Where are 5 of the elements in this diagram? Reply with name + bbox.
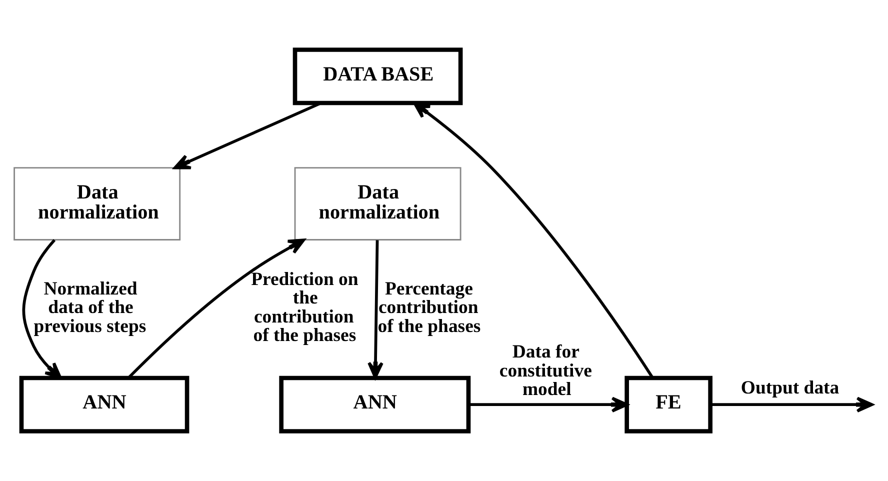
edge-label: Normalized data of the previous steps	[34, 278, 146, 337]
edge-label: Output data	[740, 378, 840, 399]
edge-label: Prediction on the contribution of the phases	[251, 268, 358, 346]
edge-label: Data for constitutive model	[499, 342, 592, 400]
edge-label: Percentage contribution of the phases	[378, 278, 481, 337]
